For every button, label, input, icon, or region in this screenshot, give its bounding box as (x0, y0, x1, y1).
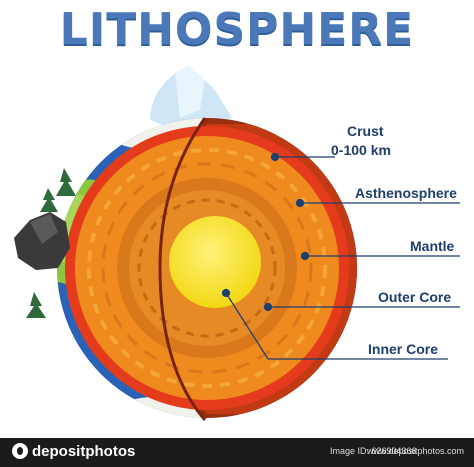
label-crust-depth: 0-100 km (331, 142, 391, 158)
label-asthenosphere: Asthenosphere (355, 185, 457, 201)
rock-icon (14, 212, 70, 270)
glacier-icon (150, 66, 232, 128)
brand-logo[interactable]: depositphotos (12, 443, 135, 460)
watermark-footer: depositphotos Image ID: 626904366 www.de… (0, 438, 474, 467)
label-mantle: Mantle (410, 238, 455, 254)
inner-core-layer (169, 216, 261, 308)
image-id: Image ID: 626904366 (330, 446, 417, 456)
site-url[interactable]: www.depositphotos.com (366, 446, 464, 456)
label-inner-core: Inner Core (368, 341, 439, 357)
diagram-title: LITHOSPHERE (59, 4, 415, 55)
label-crust: Crust (347, 123, 384, 139)
depositphotos-logo-icon (12, 443, 28, 459)
pine-tree-icon (26, 168, 76, 318)
label-outer-core: Outer Core (378, 289, 452, 305)
brand-name: depositphotos (32, 443, 136, 460)
earth-cross-section (65, 118, 357, 418)
pointer-lines (221, 152, 460, 360)
